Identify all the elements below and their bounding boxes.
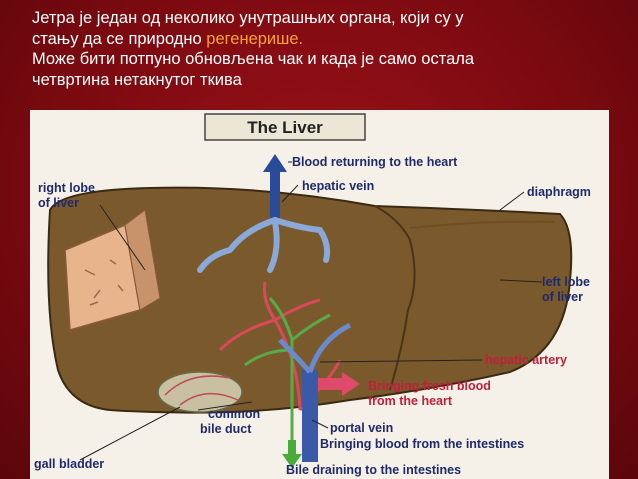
label-gall-bladder: gall bladder [34,457,104,471]
gall-bladder-shape [157,371,243,413]
text-line-2: стању да се природно регенерише. [32,29,632,50]
lobe-divide [374,205,416,391]
label-from-intestines: Bringing blood from the intestines [320,437,524,451]
lobe-texture [84,259,124,306]
slide-text: Јетра је један од неколико унутрашњих ор… [32,8,632,90]
text-line-2-prefix: стању да се природно [32,29,207,48]
leader-lines [79,161,543,461]
label-common-bile-1: common [208,407,260,421]
label-fresh-blood-2: from the heart [368,394,453,408]
gall-bladder-vessels [164,375,239,406]
label-hepatic-artery: hepatic artery [485,353,567,367]
label-right-lobe-1: right lobe [38,181,95,195]
label-fresh-blood-1: Bringing fresh blood [368,379,491,393]
label-diaphragm: diaphragm [527,185,591,199]
label-portal-vein: portal vein [330,421,393,435]
hepatic-vein-branches [197,217,331,273]
label-blood-returning: Blood returning to the heart [292,155,458,169]
portal-vein [302,370,318,462]
label-hepatic-vein: hepatic vein [302,179,374,193]
lobe-cut-side [124,209,161,311]
diagram-title: The Liver [247,118,323,137]
hepatic-artery [218,281,342,412]
label-left-lobe-1: left lobe [542,275,590,289]
arrow-up-icon [263,154,287,172]
liver-diagram-svg: The Liver [34,113,591,477]
highlight-regenerise: регенерише. [206,29,304,48]
label-bile-draining: Bile draining to the intestines [286,463,461,477]
arrow-left-icon [318,372,360,396]
title-box [204,113,366,141]
label-right-lobe-2: of liver [38,196,79,210]
portal-vein-branches [278,322,352,374]
liver-diagram: The Liver [30,110,609,479]
diaphragm-edge [409,220,556,229]
label-common-bile-2: bile duct [200,422,252,436]
text-line-3: Може бити потпуно обновљена чак и када ј… [32,50,475,68]
text-line-1: Јетра је један од неколико унутрашњих ор… [32,9,464,27]
text-line-4: четвртина нетакнутог ткива [32,70,242,89]
label-left-lobe-2: of liver [542,290,583,304]
arrow-down-icon [282,440,302,468]
